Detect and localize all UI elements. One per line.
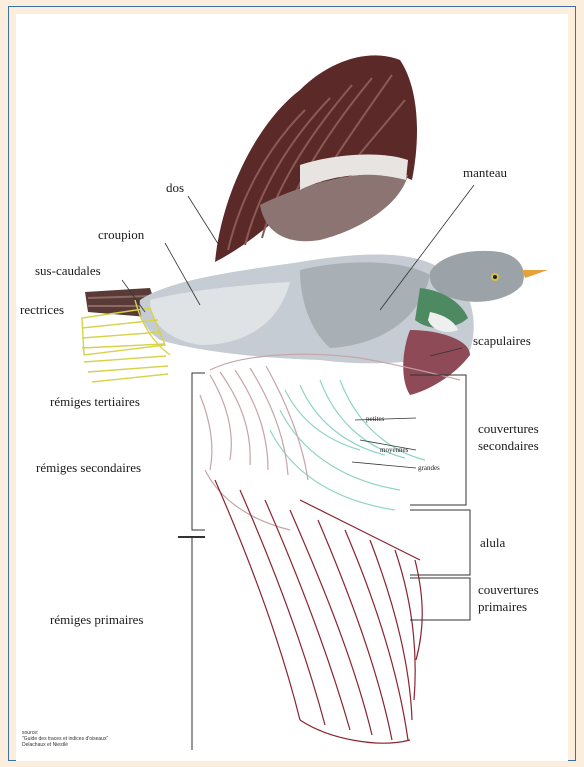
label-scapulaires: scapulaires — [473, 333, 531, 348]
label-sus-caudales: sus-caudales — [35, 263, 101, 278]
label-moyennes: moyennes — [380, 443, 408, 458]
label-remiges-tertiaires: rémiges tertiaires — [50, 394, 140, 409]
brackets — [178, 373, 470, 750]
label-couvertures-primaires-1: couvertures — [478, 582, 539, 597]
label-couvertures-secondaires-1: couvertures — [478, 421, 539, 436]
label-grandes: grandes — [418, 461, 440, 476]
upper-wing — [215, 55, 417, 262]
label-couvertures-primaires-2: primaires — [478, 599, 527, 614]
label-remiges-primaires: rémiges primaires — [50, 612, 144, 627]
source-credit: source: "Guide des traces et indices d'o… — [22, 730, 108, 748]
label-croupion: croupion — [98, 227, 144, 242]
label-dos: dos — [166, 180, 184, 195]
source-line-3: Delachaux et Niestlé — [22, 742, 108, 748]
label-remiges-secondaires: rémiges secondaires — [36, 460, 141, 475]
label-alula: alula — [480, 535, 505, 550]
label-petites: petites — [366, 412, 384, 427]
label-manteau: manteau — [463, 165, 507, 180]
label-rectrices: rectrices — [20, 302, 64, 317]
lower-wing-primaries — [215, 480, 422, 743]
label-couvertures-secondaires-2: secondaires — [478, 438, 539, 453]
